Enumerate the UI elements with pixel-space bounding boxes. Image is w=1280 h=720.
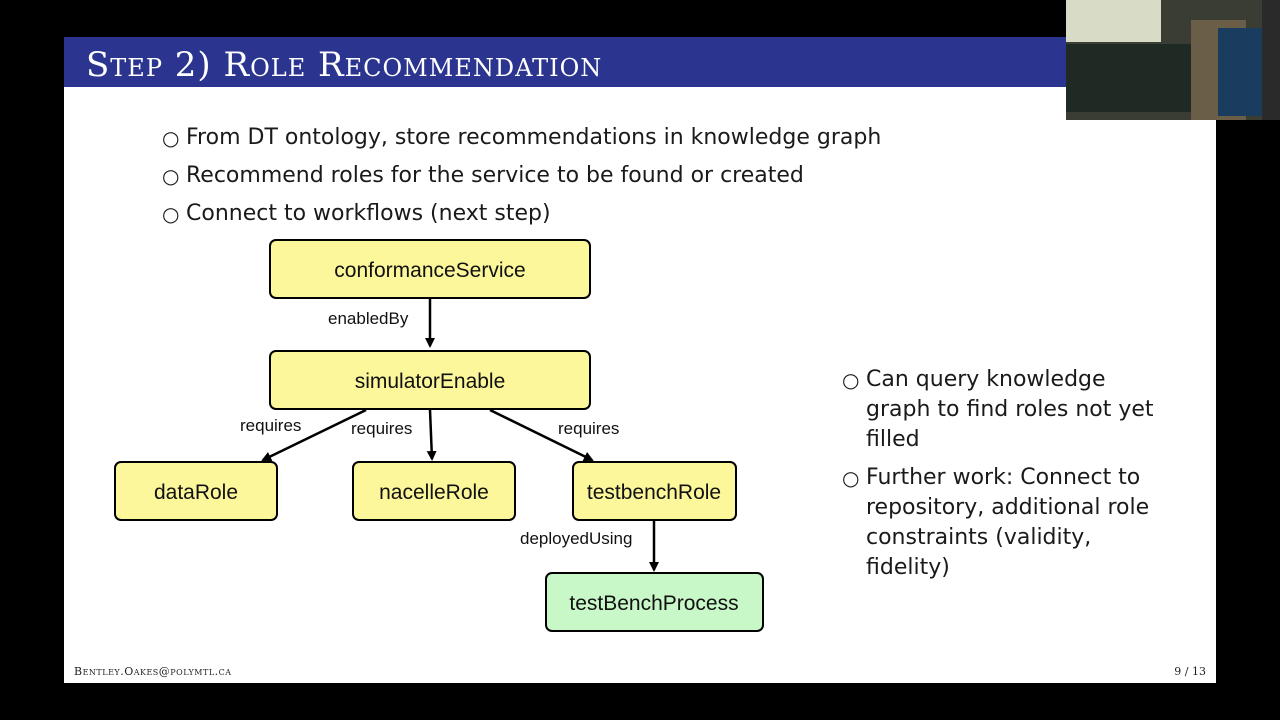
node-label: simulatorEnable bbox=[355, 370, 506, 393]
bullet-circle-icon: ○ bbox=[162, 202, 180, 226]
node-conformanceservice: conformanceService bbox=[269, 239, 591, 299]
node-simulatorenable: simulatorEnable bbox=[269, 350, 591, 410]
webcam-chalkboard bbox=[1066, 44, 1191, 112]
node-datarole: dataRole bbox=[114, 461, 278, 521]
bullet-circle-icon: ○ bbox=[842, 368, 860, 392]
node-label: conformanceService bbox=[334, 259, 525, 282]
bullet-text: Can query knowledge graph to find roles … bbox=[866, 367, 1154, 452]
node-label: dataRole bbox=[154, 481, 238, 504]
node-testbenchrole: testbenchRole bbox=[572, 461, 737, 521]
side-bullet-list: ○Can query knowledge graph to find roles… bbox=[842, 365, 1172, 591]
webcam-banner bbox=[1218, 28, 1262, 116]
edge-requires-data bbox=[261, 408, 367, 462]
edge-label-enabledby: enabledBy bbox=[328, 309, 409, 328]
bullet-circle-icon: ○ bbox=[162, 126, 180, 150]
node-testbenchprocess: testBenchProcess bbox=[545, 572, 764, 632]
edge-label-requires: requires bbox=[240, 416, 301, 435]
webcam-edge bbox=[1262, 0, 1280, 120]
top-bullet-list: ○From DT ontology, store recommendations… bbox=[162, 123, 881, 237]
footer-page-number: 9 / 13 bbox=[1174, 665, 1206, 678]
presenter-webcam-image bbox=[1066, 0, 1280, 120]
footer-author-email: Bentley.Oakes@polymtl.ca bbox=[74, 665, 232, 678]
node-label: testbenchRole bbox=[587, 481, 721, 504]
edge-label-requires: requires bbox=[558, 419, 619, 438]
bullet-item: ○From DT ontology, store recommendations… bbox=[162, 123, 881, 161]
bullet-item: ○Further work: Connect to repository, ad… bbox=[842, 463, 1172, 583]
title-bar: Step 2) Role Recommendation bbox=[64, 37, 1216, 87]
slide-title: Step 2) Role Recommendation bbox=[86, 45, 603, 85]
node-nacellerole: nacelleRole bbox=[352, 461, 516, 521]
bullet-circle-icon: ○ bbox=[842, 466, 860, 490]
bullet-text: Recommend roles for the service to be fo… bbox=[186, 163, 804, 188]
edge-label-requires: requires bbox=[351, 419, 412, 438]
edge-requires-nacelle bbox=[426, 409, 437, 461]
bullet-text: Connect to workflows (next step) bbox=[186, 201, 551, 226]
bullet-text: From DT ontology, store recommendations … bbox=[186, 125, 882, 150]
bullet-circle-icon: ○ bbox=[162, 164, 180, 188]
role-diagram: enabledBy requires requires requires dep… bbox=[114, 239, 764, 632]
bullet-item: ○Connect to workflows (next step) bbox=[162, 199, 881, 237]
node-label: testBenchProcess bbox=[569, 592, 738, 615]
bullet-item: ○Can query knowledge graph to find roles… bbox=[842, 365, 1172, 455]
slide: Step 2) Role Recommendation ○From DT ont… bbox=[64, 37, 1216, 683]
edge-requires-testbench bbox=[489, 408, 594, 462]
bullet-text: Further work: Connect to repository, add… bbox=[866, 465, 1150, 580]
node-label: nacelleRole bbox=[379, 481, 489, 504]
webcam-projector-screen bbox=[1066, 0, 1161, 42]
bullet-item: ○Recommend roles for the service to be f… bbox=[162, 161, 881, 199]
edge-label-deployedusing: deployedUsing bbox=[520, 529, 632, 548]
